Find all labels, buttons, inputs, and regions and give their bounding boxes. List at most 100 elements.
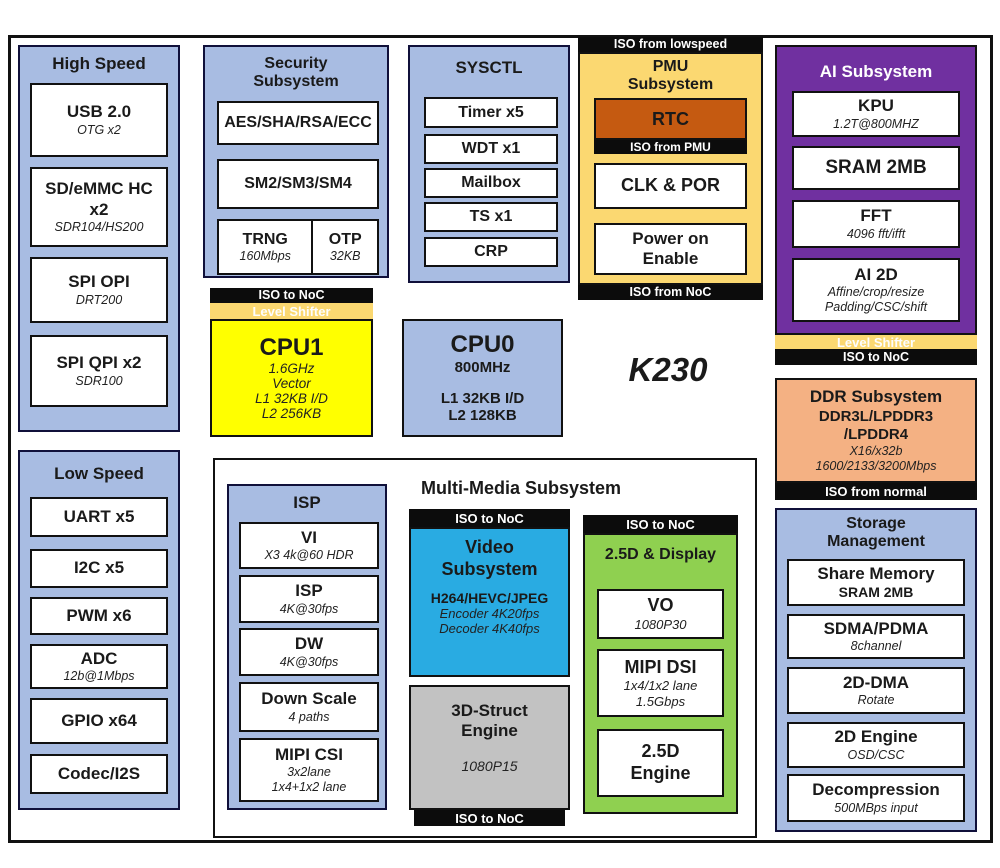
cpu1-level-shifter-bar: Level Shifter bbox=[210, 303, 373, 319]
item-gpio: GPIO x64 bbox=[30, 698, 168, 744]
item-sdma-pdma: SDMA/PDMA 8channel bbox=[787, 614, 965, 659]
item-power-on-enable: Power on Enable bbox=[594, 223, 747, 275]
block-multimedia: Multi-Media Subsystem ISP VI X3 4k@60 HD… bbox=[213, 458, 757, 838]
item-crp: CRP bbox=[424, 237, 558, 267]
multimedia-title: Multi-Media Subsystem bbox=[420, 478, 622, 498]
item-sram: SRAM 2MB bbox=[792, 146, 960, 190]
item-down-scale-label: Down Scale bbox=[261, 689, 357, 709]
ddr-iso-bottom-bar: ISO from normal bbox=[775, 483, 977, 500]
item-otp-sub: 32KB bbox=[329, 249, 361, 264]
item-mipi-dsi-sub: 1x4/1x2 lane bbox=[623, 678, 698, 694]
item-timer: Timer x5 bbox=[424, 97, 558, 128]
item-2d-dma: 2D-DMA Rotate bbox=[787, 667, 965, 714]
cpu1-spec-l1: L1 32KB I/D bbox=[255, 391, 328, 407]
block-cpu1: ISO to NoC Level Shifter CPU1 1.6GHz Vec… bbox=[210, 288, 373, 437]
item-spi-opi-label: SPI OPI bbox=[68, 272, 130, 292]
high-speed-title: High Speed bbox=[52, 54, 146, 73]
item-sm: SM2/SM3/SM4 bbox=[217, 159, 379, 209]
pmu-iso-top-bar: ISO from lowspeed bbox=[578, 37, 763, 52]
item-2d-engine-sub: OSD/CSC bbox=[847, 747, 905, 762]
item-sd-emmc: SD/eMMC HC x2 SDR104/HS200 bbox=[30, 167, 168, 247]
item-mailbox-label: Mailbox bbox=[461, 174, 521, 192]
item-sram-label: SRAM 2MB bbox=[825, 156, 927, 178]
item-crp-label: CRP bbox=[474, 243, 508, 261]
item-kpu: KPU 1.2T@800MHZ bbox=[792, 91, 960, 137]
block-video: Video Subsystem H264/HEVC/JPEG Encoder 4… bbox=[409, 527, 570, 677]
struct3d-iso-bottom-bar: ISO to NoC bbox=[414, 810, 565, 826]
display-title: 2.5D & Display bbox=[604, 546, 717, 563]
item-otp-label: OTP bbox=[328, 230, 362, 248]
item-trng: TRNG 160Mbps bbox=[217, 219, 313, 275]
ai-iso-bottom-bar: ISO to NoC bbox=[775, 349, 977, 365]
pmu-body: PMU Subsystem RTC ISO from PMU CLK & POR… bbox=[578, 52, 763, 285]
struct3d-title: 3D-Struct Engine bbox=[451, 701, 528, 741]
item-ai2d-sub2: Padding/CSC/shift bbox=[824, 300, 928, 315]
item-wdt-label: WDT x1 bbox=[461, 140, 521, 158]
ddr-spec2: 1600/2133/3200Mbps bbox=[815, 458, 937, 473]
item-power-on-enable-label: Power on Enable bbox=[632, 228, 709, 268]
item-vo: VO 1080P30 bbox=[597, 589, 724, 639]
item-dw: DW 4K@30fps bbox=[239, 628, 379, 676]
block-security: Security Subsystem AES/SHA/RSA/ECC SM2/S… bbox=[203, 45, 389, 278]
item-usb: USB 2.0 OTG x2 bbox=[30, 83, 168, 157]
item-2-5d-engine-label: 2.5D Engine bbox=[630, 741, 691, 783]
block-high-speed: High Speed USB 2.0 OTG x2 SD/eMMC HC x2 … bbox=[18, 45, 180, 432]
item-sdma-pdma-sub: 8channel bbox=[850, 639, 902, 654]
pmu-iso-mid-bar: ISO from PMU bbox=[594, 140, 747, 154]
ai-level-shifter-bar: Level Shifter bbox=[775, 335, 977, 349]
video-title: Video Subsystem bbox=[441, 537, 538, 579]
block-display: 2.5D & Display VO 1080P30 MIPI DSI 1x4/1… bbox=[583, 533, 738, 814]
item-i2c: I2C x5 bbox=[30, 549, 168, 588]
cpu1-spec-vector: Vector bbox=[272, 376, 311, 392]
item-ts: TS x1 bbox=[424, 202, 558, 232]
ddr-title: DDR Subsystem bbox=[809, 387, 943, 407]
block-sysctl: SYSCTL Timer x5 WDT x1 Mailbox TS x1 CRP bbox=[408, 45, 570, 283]
isp-title: ISP bbox=[293, 493, 321, 512]
item-sd-emmc-label: SD/eMMC HC x2 bbox=[45, 179, 153, 219]
item-mipi-dsi: MIPI DSI 1x4/1x2 lane 1.5Gbps bbox=[597, 649, 724, 717]
item-adc-label: ADC bbox=[80, 648, 118, 668]
block-low-speed: Low Speed UART x5 I2C x5 PWM x6 ADC 12b@… bbox=[18, 450, 180, 810]
item-pwm-label: PWM x6 bbox=[66, 605, 132, 625]
security-trng-otp-row: TRNG 160Mbps OTP 32KB bbox=[217, 219, 379, 275]
item-decompression: Decompression 500MBps input bbox=[787, 774, 965, 822]
item-ai2d-sub: Affine/crop/resize bbox=[827, 285, 925, 300]
pmu-iso-bottom-bar: ISO from NoC bbox=[578, 285, 763, 300]
item-usb-label: USB 2.0 bbox=[66, 102, 132, 122]
item-down-scale-sub: 4 paths bbox=[288, 709, 330, 724]
cpu0-l2: L2 128KB bbox=[448, 406, 517, 424]
item-vi: VI X3 4k@60 HDR bbox=[239, 522, 379, 569]
item-mipi-csi-sub: 3x2lane bbox=[287, 765, 331, 780]
item-spi-qpi: SPI QPI x2 SDR100 bbox=[30, 335, 168, 407]
item-mipi-csi-sub2: 1x4+1x2 lane bbox=[271, 780, 347, 795]
item-2-5d-engine: 2.5D Engine bbox=[597, 729, 724, 797]
item-sm-label: SM2/SM3/SM4 bbox=[244, 175, 352, 193]
item-dw-sub: 4K@30fps bbox=[279, 654, 339, 669]
item-vi-label: VI bbox=[300, 527, 318, 547]
cpu1-spec-clock: 1.6GHz bbox=[268, 361, 315, 377]
item-2d-engine: 2D Engine OSD/CSC bbox=[787, 722, 965, 768]
block-ai: AI Subsystem KPU 1.2T@800MHZ SRAM 2MB FF… bbox=[775, 45, 977, 365]
item-kpu-label: KPU bbox=[858, 96, 894, 116]
item-vi-sub: X3 4k@60 HDR bbox=[264, 548, 354, 563]
item-fft-sub: 4096 fft/ifft bbox=[846, 226, 906, 241]
item-vo-label: VO bbox=[647, 595, 674, 616]
item-mailbox: Mailbox bbox=[424, 168, 558, 198]
cpu1-body: CPU1 1.6GHz Vector L1 32KB I/D L2 256KB bbox=[210, 319, 373, 437]
item-adc-sub: 12b@1Mbps bbox=[63, 669, 135, 684]
ddr-body: DDR Subsystem DDR3L/LPDDR3 /LPDDR4 X16/x… bbox=[775, 378, 977, 483]
item-pwm: PWM x6 bbox=[30, 597, 168, 635]
block-storage: Storage Management Share Memory SRAM 2MB… bbox=[775, 508, 977, 832]
item-sd-emmc-sub: SDR104/HS200 bbox=[54, 219, 144, 234]
item-share-memory-sub: SRAM 2MB bbox=[838, 584, 914, 601]
video-decoder: Decoder 4K40fps bbox=[439, 621, 540, 637]
ddr-spec1: X16/x32b bbox=[849, 443, 903, 458]
cpu1-label: CPU1 bbox=[259, 333, 324, 361]
item-ai2d-label: AI 2D bbox=[854, 264, 898, 284]
security-title: Security Subsystem bbox=[253, 55, 339, 91]
item-spi-qpi-sub: SDR100 bbox=[75, 373, 123, 388]
item-spi-opi-sub: DRT200 bbox=[75, 292, 123, 307]
block-3d-struct: 3D-Struct Engine 1080P15 bbox=[409, 685, 570, 810]
item-uart-label: UART x5 bbox=[63, 506, 135, 526]
